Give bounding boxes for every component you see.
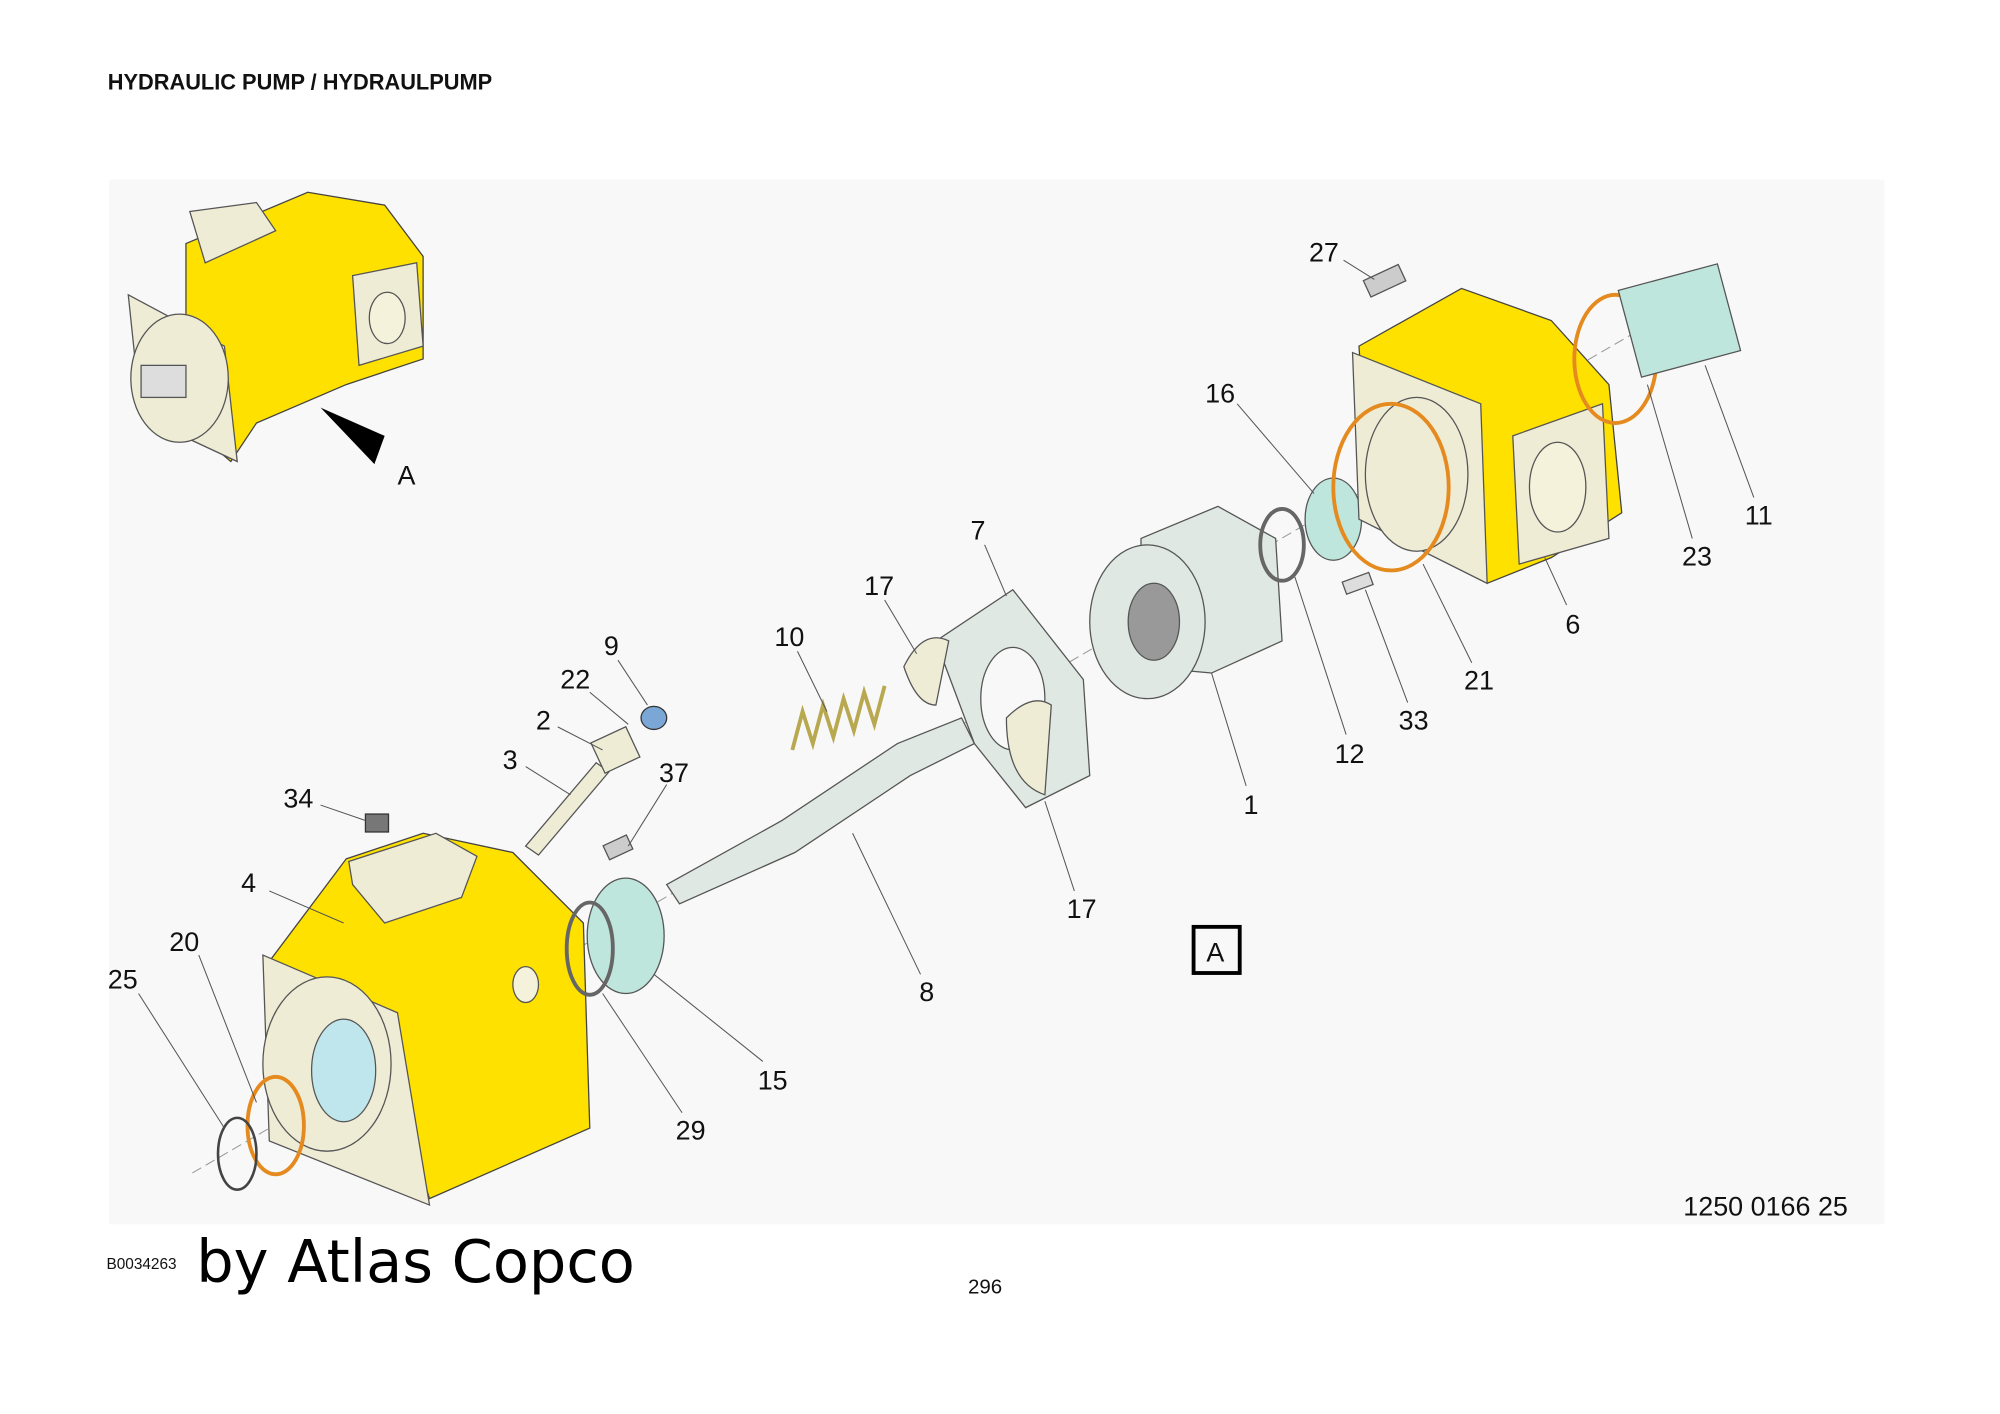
plug-34	[364, 813, 390, 833]
part-label-12: 12	[1335, 739, 1365, 769]
part-label-8: 8	[919, 977, 934, 1007]
front-housing-illustration	[216, 813, 591, 1207]
part-label-16: 16	[1205, 379, 1235, 409]
part-label-17-upper: 17	[864, 571, 894, 601]
part-label-21: 21	[1464, 666, 1494, 696]
bearing-shell-17a	[903, 637, 950, 706]
part-label-29: 29	[676, 1116, 706, 1146]
part-label-10: 10	[774, 622, 804, 652]
part-label-17-lower: 17	[1067, 894, 1097, 924]
part-label-37: 37	[659, 758, 689, 788]
part-label-20: 20	[169, 927, 199, 957]
cylinder-block-1	[1089, 505, 1283, 700]
part-label-22: 22	[560, 664, 590, 694]
watermark: by Atlas Copco	[196, 1227, 635, 1296]
part-label-33: 33	[1399, 705, 1429, 735]
inset-pump-illustration	[127, 191, 424, 465]
part-label-3: 3	[503, 745, 518, 775]
plug-9	[640, 705, 668, 731]
page-title: HYDRAULIC PUMP / HYDRAULPUMP	[108, 70, 492, 95]
screw-27	[1362, 263, 1407, 298]
spring-10	[790, 685, 887, 751]
part-number-labels: 27 16 11 23 6 21 33 12 1 7 17 10 9 22 2 …	[108, 238, 1773, 1146]
part-label-6: 6	[1565, 609, 1580, 639]
part-label-2: 2	[536, 705, 551, 735]
view-label: A	[1206, 937, 1224, 967]
pin-33	[1341, 571, 1374, 595]
piston-2	[590, 725, 641, 775]
part-label-34: 34	[283, 784, 313, 814]
part-label-27: 27	[1309, 238, 1339, 268]
part-label-7: 7	[971, 516, 986, 546]
screw-37	[602, 834, 634, 861]
part-label-23: 23	[1682, 541, 1712, 571]
ring-29	[564, 900, 615, 997]
part-label-4: 4	[241, 868, 256, 898]
part-label-25: 25	[108, 964, 138, 994]
inset-view-marker: A	[397, 461, 415, 491]
leader-lines	[138, 259, 1755, 1129]
view-arrow-icon	[320, 407, 385, 465]
part-label-9: 9	[604, 631, 619, 661]
part-label-15: 15	[758, 1066, 788, 1096]
bearing-15	[586, 877, 665, 995]
bearing-shell-17b	[1005, 700, 1052, 796]
page-number: 296	[968, 1275, 1002, 1298]
drawing-number: 1250 0166 25	[1683, 1191, 1848, 1221]
part-label-11: 11	[1745, 500, 1773, 530]
washer-12	[1258, 507, 1306, 583]
part-label-1: 1	[1244, 790, 1259, 820]
filter-11	[1617, 263, 1742, 378]
image-id: B0034263	[106, 1256, 176, 1273]
view-label-box	[1191, 924, 1242, 975]
rear-housing-illustration	[1331, 287, 1659, 585]
